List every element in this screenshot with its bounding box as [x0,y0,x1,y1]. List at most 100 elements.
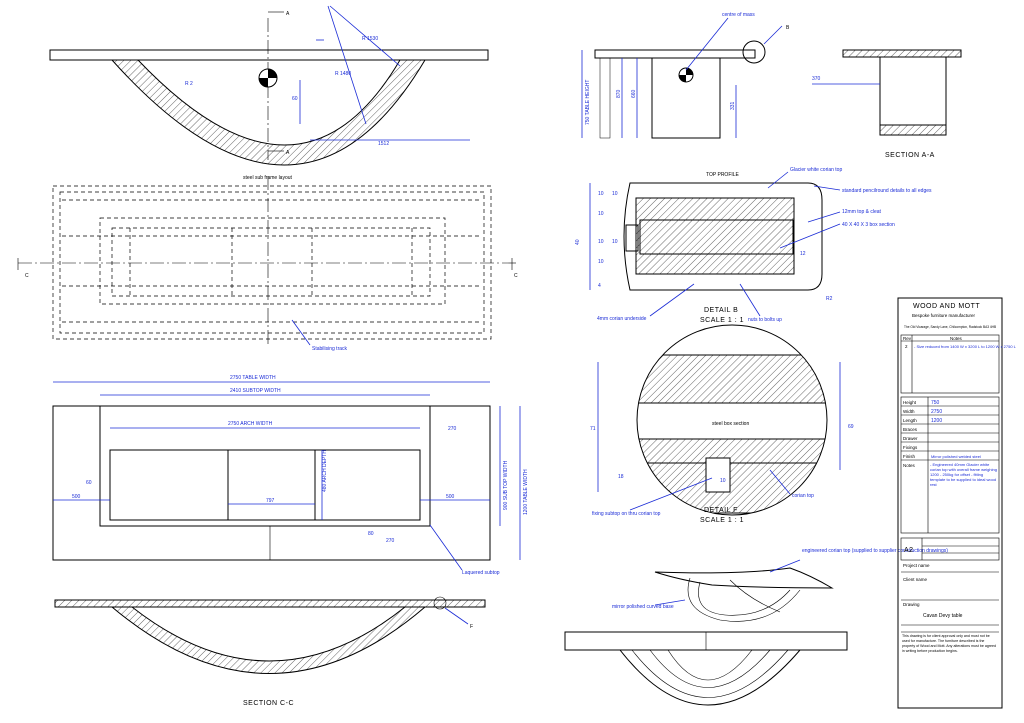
drawing-name: Cavan Devy table [923,613,963,619]
dim-500-left: 500 [72,494,81,500]
detail-mark-b: B [786,25,790,31]
drawing-label: Drawing [903,602,920,607]
row-label-width: Width [903,409,915,414]
centre-of-mass-note: centre of mass [722,12,755,18]
section-mark-c-left: C [25,273,29,279]
fixing-subtop-note: fixing subtop on thru corian top [592,511,661,517]
iso-view: engineered corian top (supplied to suppl… [564,548,948,706]
company-address: The Old Vicarage, Sandy Lane, Chilcompto… [904,325,996,329]
client-label: Client name [903,577,928,582]
company-name: WOOD AND MOTT [913,303,980,310]
laquered-subtop-note: Laquered subtop [462,570,500,576]
row-value-finish: Mirror polished welded steel [931,454,981,459]
dim-table-width: 2750 TABLE WIDTH [230,375,276,381]
dim-370: 370 [812,76,821,82]
dim-b-10a: 10 [598,191,604,197]
section-a-a: 370 SECTION A-A [812,49,962,159]
engineered-top-note: engineered corian top (supplied to suppl… [802,548,948,554]
rev-notes: - Size reduced from 1400 W x 3200 L to 1… [914,344,1017,349]
cleat-note: 12mm top & cleat [842,209,882,215]
stabilising-track-note: Stabilising track [312,346,348,352]
nuts-bolts-note: nuts to bolts up [748,317,782,323]
dim-b-10f: 10 [612,239,618,245]
dim-table-depth: 1200 TABLE WIDTH [523,469,529,515]
section-a-a-title: SECTION A-A [885,152,935,159]
top-view: A A 1512 60 R 1480 R 1530 R 2 [49,5,489,166]
row-value-notes: - Engineered 40mm Glacier white corian t… [930,462,997,487]
dim-b-10c: 10 [598,239,604,245]
footer-disclaimer: This drawing is for client approval only… [902,634,997,653]
rev-header-rev: Rev [903,336,912,341]
dim-1512: 1512 [378,141,389,147]
glacier-top-note: Glacier white corian top [790,167,842,173]
row-label-length: Length [903,418,917,423]
box-section-note: 40 X 40 X 3 box section [842,222,895,228]
lower-plan-view: 2750 TABLE WIDTH 2410 SUBTOP WIDTH 2750 … [52,375,529,576]
row-value-width: 2750 [931,409,942,415]
dim-270: 270 [448,426,457,432]
dim-b-10e: 10 [612,191,618,197]
curved-base-note: mirror polished curved base [612,604,674,610]
dim-797: 797 [266,498,275,504]
dim-500-right: 500 [446,494,455,500]
top-profile-heading: TOP PROFILE [706,172,740,178]
dim-f-71: 71 [590,426,596,432]
detail-f-title: DETAIL F [704,507,738,514]
row-value-length: 1200 [931,418,942,424]
dim-arch-width: 2750 ARCH WIDTH [228,421,273,427]
corian-top-note: corian top [792,493,814,499]
center-of-mass-symbol-side [678,67,694,83]
center-of-mass-symbol [258,68,278,88]
dim-b-4: 4 [598,283,601,289]
project-label: Project name [903,563,930,568]
dim-331: 331 [730,101,736,110]
dim-subtop-width: 2410 SUBTOP WIDTH [230,388,281,394]
dim-subtop-depth: 900 SUB TOP WIDTH [503,460,509,510]
dim-arch-depth: 480 ARCH DEPTH [322,450,328,492]
detail-b-scale: SCALE 1 : 1 [700,317,744,324]
dim-660: 660 [631,89,637,98]
row-label-height: Height [903,400,917,405]
dim-r2: R 2 [185,81,193,87]
pencilround-note: standard pencilround details to all edge… [842,188,932,194]
detail-b: TOP PROFILE 40 10 10 10 10 10 10 4 12 R2… [575,167,932,324]
section-mark-a-bottom: A [286,150,290,156]
detail-f: steel box section 71 69 18 10 fixing sub… [590,324,854,524]
dim-270b: 270 [386,538,395,544]
company-tagline: Bespoke furniture manufacturer [912,313,976,318]
section-c-c: F SECTION C-C [54,596,486,707]
dim-b-12: 12 [800,251,806,257]
dim-b-40: 40 [575,239,581,245]
dim-r1480: R 1480 [335,71,351,77]
dim-f-18: 18 [618,474,624,480]
dim-b-r2: R2 [826,296,833,302]
steel-box-section-label: steel box section [712,421,749,427]
dim-80: 80 [368,531,374,537]
sheet-size: A2 [904,547,914,554]
detail-b-title: DETAIL B [704,307,738,314]
dim-60-lower: 60 [86,480,92,486]
detail-f-scale: SCALE 1 : 1 [700,517,744,524]
row-label-fixings: Fixings [903,445,918,450]
side-view: B centre of mass 750 TABLE HEIGHT 870 66… [581,12,790,139]
dim-f-69: 69 [848,424,854,430]
rev-number: 2 [905,344,908,349]
dim-f-10: 10 [720,478,726,484]
detail-mark-f: F [470,624,473,630]
dim-870: 870 [616,89,622,98]
dim-b-10d: 10 [598,259,604,265]
section-c-c-title: SECTION C-C [243,700,294,707]
row-label-notes: Notes [903,463,916,468]
title-block: WOOD AND MOTT Bespoke furniture manufact… [897,297,1017,709]
dim-r1530: R 1530 [362,36,378,42]
row-label-braces: Braces [903,427,918,432]
row-value-height: 750 [931,400,940,406]
section-mark-c-right: C [514,273,518,279]
dim-60: 60 [292,96,298,102]
dim-b-10b: 10 [598,211,604,217]
dim-table-height: 750 TABLE HEIGHT [585,80,591,125]
row-label-drawer: Drawer [903,436,918,441]
section-mark-a-top: A [286,11,290,17]
rev-header-notes: Notes [950,336,963,341]
